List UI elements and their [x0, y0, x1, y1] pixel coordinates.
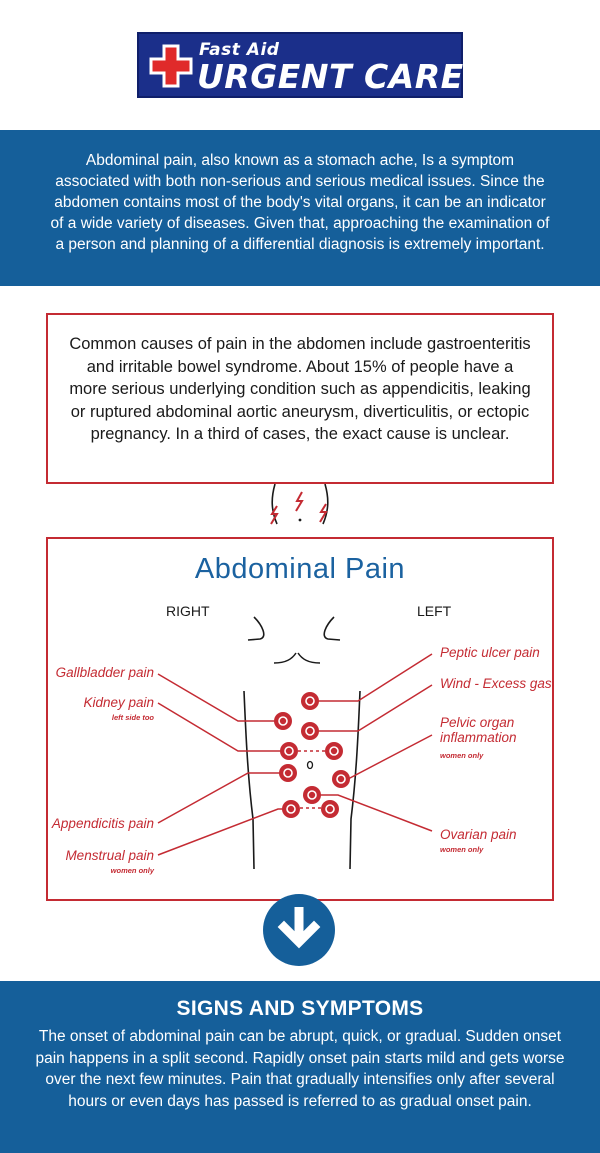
label-pelvic-inflammation: inflammation [440, 730, 517, 745]
diagram-title: Abdominal Pain [194, 553, 406, 585]
label-pelvic-organ: Pelvic organ [440, 715, 515, 730]
logo: Fast Aid URGENT CARE [137, 32, 463, 98]
intro-band: Abdominal pain, also known as a stomach … [0, 130, 600, 286]
torso-illustration [157, 616, 433, 870]
left-side-label: LEFT [417, 603, 452, 619]
medical-cross-icon [149, 44, 193, 88]
logo-line-1: Fast Aid [199, 40, 280, 60]
label-appendicitis-pain: Appendicitis pain [51, 816, 154, 831]
note-kidney-left-side: left side too [111, 713, 154, 722]
label-wind-excess-gas: Wind - Excess gas [440, 676, 552, 691]
label-peptic-ulcer-pain: Peptic ulcer pain [440, 645, 540, 660]
label-menstrual-pain: Menstrual pain [65, 848, 154, 863]
causes-box: Common causes of pain in the abdomen inc… [46, 313, 554, 484]
signs-text: The onset of abdominal pain can be abrup… [35, 1028, 565, 1110]
label-kidney-pain: Kidney pain [83, 695, 154, 710]
note-menstrual-women-only: women only [110, 866, 154, 875]
note-ovarian-women-only: women only [440, 845, 484, 854]
abdominal-pain-diagram: Abdominal Pain RIGHT LEFT [46, 537, 554, 901]
label-gallbladder-pain: Gallbladder pain [55, 665, 154, 680]
pain-connector-icon [270, 484, 329, 525]
signs-title: SIGNS AND SYMPTOMS [176, 997, 424, 1020]
signs-band: SIGNS AND SYMPTOMS The onset of abdomina… [0, 981, 600, 1153]
label-ovarian-pain: Ovarian pain [440, 827, 517, 842]
intro-text: Abdominal pain, also known as a stomach … [50, 152, 550, 253]
causes-text: Common causes of pain in the abdomen inc… [69, 335, 531, 443]
note-pelvic-women-only: women only [440, 751, 484, 760]
right-side-label: RIGHT [166, 603, 210, 619]
down-arrow-icon [263, 894, 335, 966]
logo-line-2: URGENT CARE [197, 57, 464, 96]
